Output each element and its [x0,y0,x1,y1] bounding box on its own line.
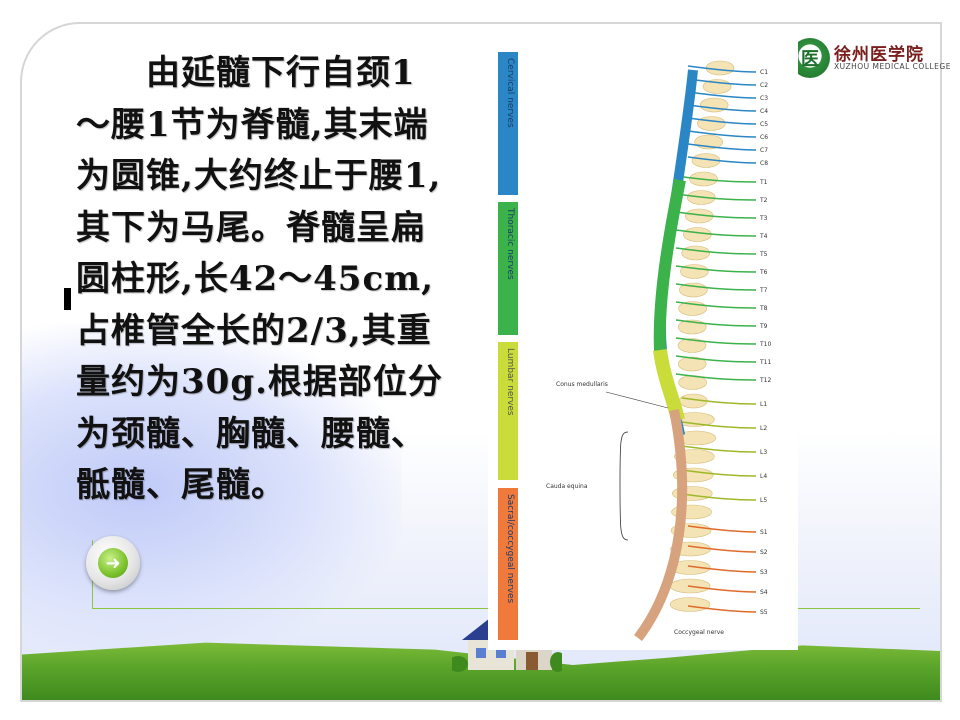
nerve-label-c6: C6 [760,134,768,141]
nerve-label-l5: L5 [760,497,767,504]
spinal-nerve [675,355,757,363]
spinal-nerve [687,525,757,533]
spinal-nerve [687,545,757,553]
nerve-label-c5: C5 [760,121,768,128]
nerve-label-c7: C7 [760,147,768,154]
spinal-nerve [687,156,757,164]
spinal-nerve [687,91,757,99]
spinal-nerve [687,65,757,73]
vertebra [681,245,711,261]
nerve-label-t4: T4 [759,233,768,240]
nerve-label-t10: T10 [759,341,771,348]
spinal-nerve [675,301,757,309]
coccygeal-label: Coccygeal nerve [674,629,724,636]
conus-label: Conus medullaris [556,381,608,388]
spinal-nerve [675,373,757,381]
slide-body-text: 由延髓下行自颈1～腰1节为脊髓,其末端为圆锥,大约终止于腰1,其下为马尾。脊髓呈… [76,53,443,505]
vertebra [683,227,712,242]
vertebra [677,319,707,335]
spinal-nerve [681,397,757,405]
nerve-label-t6: T6 [759,269,768,276]
nerve-band-0 [498,52,518,195]
cauda-equina [634,409,688,642]
next-slide-button[interactable]: ➜ [86,536,140,590]
nerve-label-t7: T7 [759,287,768,294]
nerve-label-s5: S5 [760,609,768,616]
lumbar-cord [653,348,685,422]
nerve-label-t11: T11 [759,359,771,366]
vertebra [677,356,707,372]
nerve-label-t3: T3 [759,215,768,222]
spinal-nerve [675,265,757,273]
nerve-band-label-2: Lumbar nerves [505,348,515,416]
nerve-label-c2: C2 [760,82,768,89]
spinal-nerve [675,319,757,327]
spinal-nerve [687,565,757,573]
nerve-label-t9: T9 [759,323,768,330]
spinal-nerve [675,283,757,291]
nerve-band-label-0: Cervical nerves [505,58,515,128]
vertebra [697,116,726,131]
vertebra [677,338,707,353]
spinal-nerve [687,104,757,112]
spinal-nerve [681,421,757,429]
spinal-nerve [687,605,757,613]
spinal-nerve [681,469,757,477]
spinal-nerve [675,175,757,183]
spinal-nerve [675,337,757,345]
nerve-label-l4: L4 [760,473,767,480]
nerve-label-s4: S4 [760,589,768,596]
nerve-label-t2: T2 [759,197,768,204]
nerve-band-3 [498,488,518,640]
vertebra [669,597,711,612]
nerve-label-l2: L2 [760,425,767,432]
nerve-label-t5: T5 [759,251,768,258]
logo-english-name: XUZHOU MEDICAL COLLEGE [834,62,951,71]
nerve-label-t12: T12 [759,377,771,384]
logo-chinese-name: 徐州医学院 [834,45,924,65]
text-cursor [64,288,71,310]
spinal-nerve [675,211,757,219]
spinal-nerve [675,247,757,255]
spinal-nerve [681,493,757,501]
spinal-nerve [687,130,757,138]
arrow-right-icon: ➜ [98,548,128,578]
nerve-label-t8: T8 [759,305,768,312]
nerve-label-s1: S1 [760,529,768,536]
nerve-label-s2: S2 [760,549,768,556]
spinal-nerve [681,445,757,453]
nerve-label-t1: T1 [759,179,768,186]
nerve-label-l1: L1 [760,401,767,408]
nerve-label-c3: C3 [760,95,768,102]
nerve-band-2 [498,342,518,480]
nerve-band-label-1: Thoracic nerves [505,207,515,280]
spinal-nerve [675,229,757,237]
nerve-label-c4: C4 [760,108,768,115]
nerve-label-s3: S3 [760,569,768,576]
nerve-band-label-3: Sacral/coccygeal nerves [505,494,515,604]
spinal-nerve [675,193,757,201]
nerve-label-c8: C8 [760,160,768,167]
vertebra [699,97,729,113]
cauda-label: Cauda equina [546,483,588,490]
nerve-label-l3: L3 [760,449,767,456]
nerve-label-c1: C1 [760,69,768,76]
vertebra [705,60,735,76]
background-glow [22,324,402,654]
spinal-nerve [687,143,757,151]
spinal-nerve [687,117,757,125]
nerve-band-1 [498,202,518,335]
college-logo: 医 徐州医学院 XUZHOU MEDICAL COLLEGE [790,38,950,82]
spinal-nerve [687,585,757,593]
